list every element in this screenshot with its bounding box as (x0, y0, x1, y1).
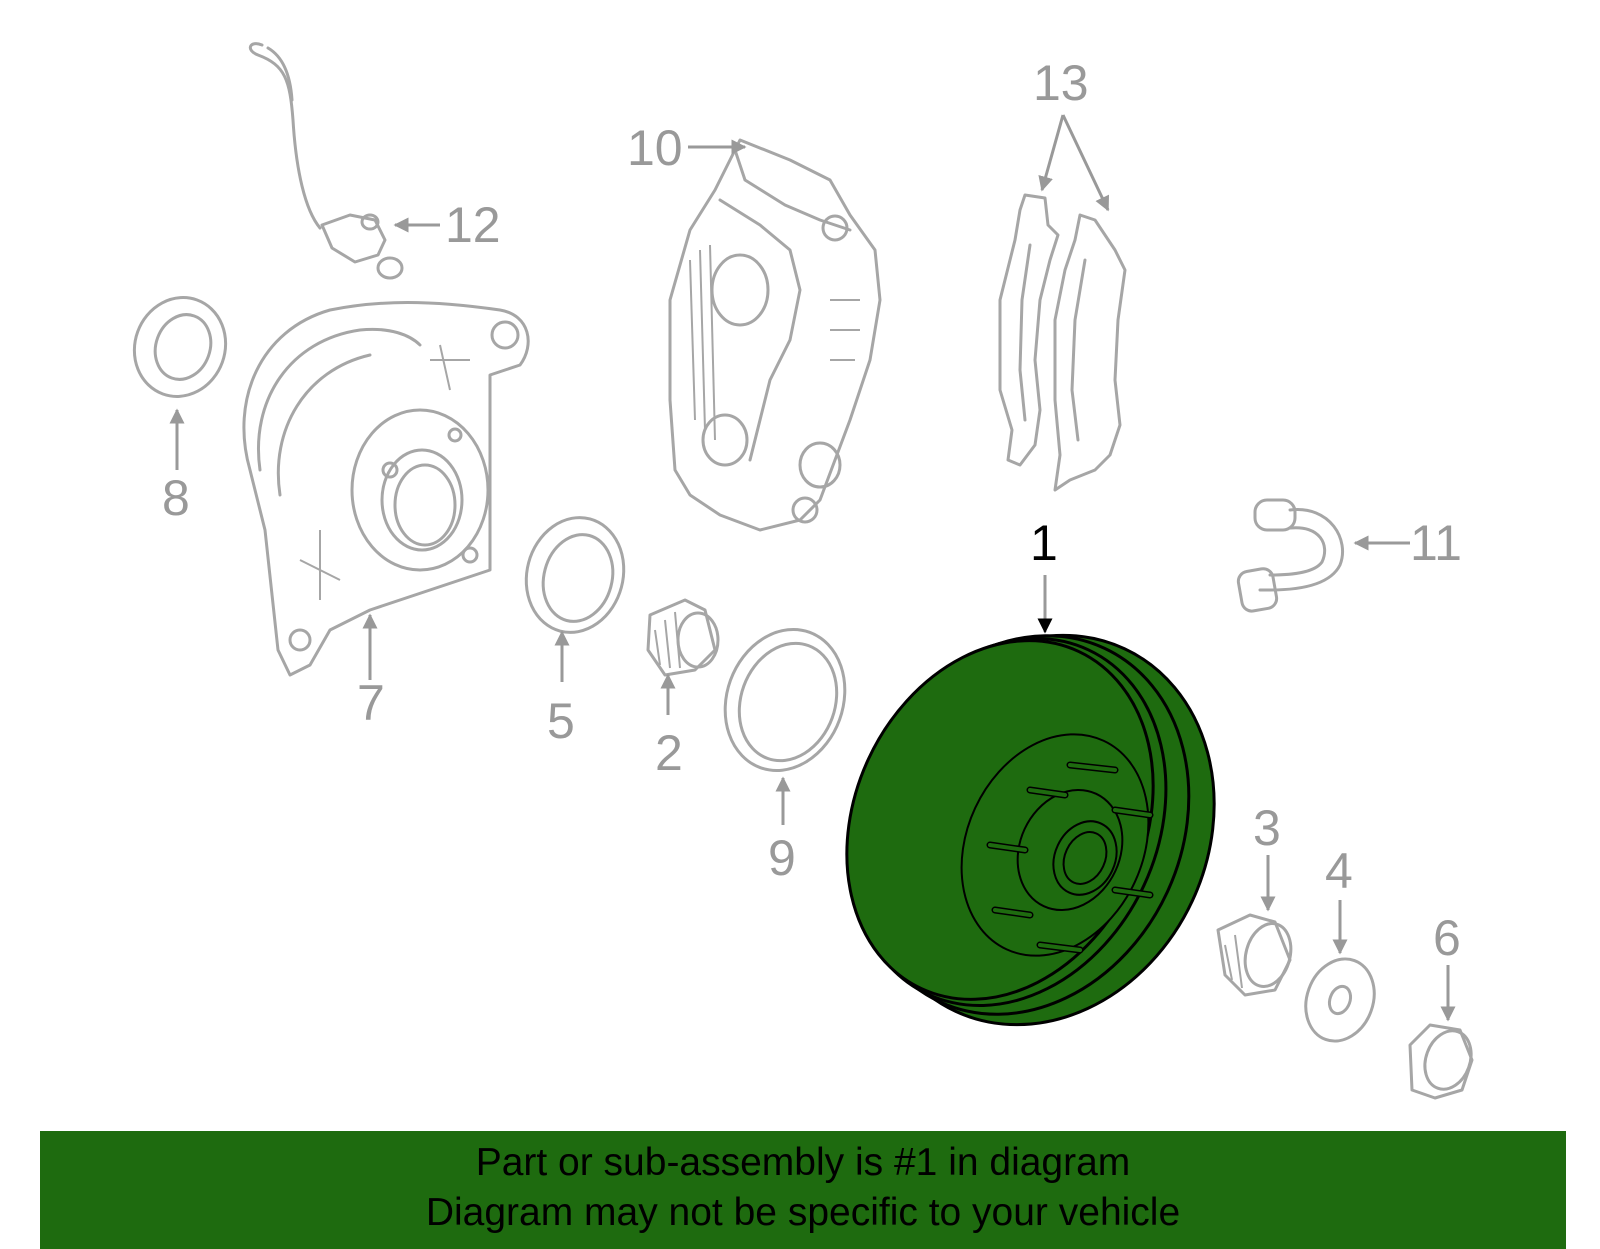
callout-10: 10 (627, 120, 683, 176)
part-5-bearing-race[interactable] (514, 507, 637, 644)
callout-12: 12 (445, 197, 501, 253)
part-2-inner-bearing[interactable] (646, 598, 720, 677)
part-7-dust-shield[interactable] (242, 301, 530, 677)
callout-labels: 1 2 3 4 5 6 7 8 9 10 11 12 13 (162, 55, 1462, 966)
leader-arrows (169, 114, 1456, 1022)
callout-4: 4 (1325, 843, 1353, 899)
part-6-nut[interactable] (1408, 1023, 1479, 1100)
callout-11: 11 (1410, 515, 1462, 571)
callout-5: 5 (547, 693, 575, 749)
part-10-caliper[interactable] (668, 138, 882, 532)
callout-7: 7 (357, 675, 385, 731)
part-1-rotor[interactable] (790, 578, 1277, 1083)
callout-13: 13 (1033, 55, 1089, 111)
info-banner: Part or sub-assembly is #1 in diagram Di… (40, 1131, 1566, 1249)
callout-3: 3 (1253, 800, 1281, 856)
callout-1: 1 (1030, 515, 1058, 571)
banner-vehicle-disclaimer: Diagram may not be specific to your vehi… (425, 1191, 1181, 1234)
part-11-brake-hose[interactable] (1236, 498, 1345, 613)
part-13-brake-pads[interactable] (998, 193, 1127, 492)
callout-2: 2 (655, 725, 683, 781)
callout-6: 6 (1433, 910, 1461, 966)
part-9-seal[interactable] (706, 613, 864, 788)
callout-8: 8 (162, 470, 190, 526)
part-8-seal[interactable] (121, 285, 240, 410)
part-3-outer-bearing[interactable] (1216, 913, 1298, 997)
callout-9: 9 (768, 830, 796, 886)
banner-part-note: Part or sub-assembly is #1 in diagram (475, 1141, 1131, 1184)
part-4-washer[interactable] (1295, 949, 1386, 1051)
part-12-abs-sensor[interactable] (248, 42, 404, 280)
